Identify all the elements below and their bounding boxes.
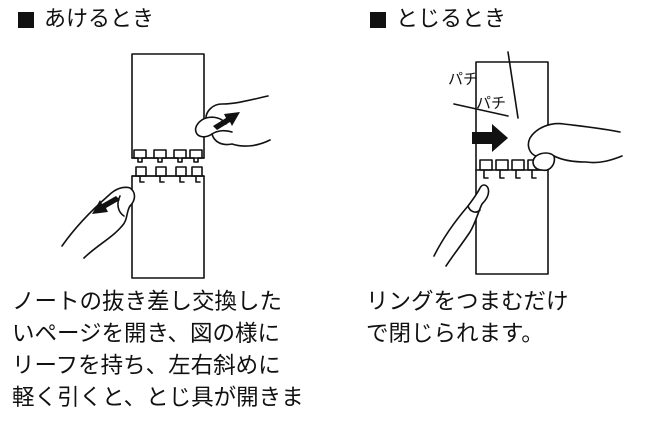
bullet-square-icon <box>370 12 386 28</box>
open-desc-line-3: リーフを持ち、左右斜めに <box>12 353 281 379</box>
close-desc-line-1: リングをつまむだけ <box>366 289 569 315</box>
sound-effect-1: パチ <box>448 70 479 88</box>
open-panel: あけるとき <box>12 6 304 414</box>
arrow-down-left-icon <box>92 196 120 214</box>
close-illustration <box>433 51 623 275</box>
open-desc-line-1: ノートの抜き差し交換した <box>12 289 283 315</box>
open-heading-text: あけるとき <box>44 7 155 32</box>
open-desc-line-4: 軽く引くと、とじ具が開きま <box>12 385 304 411</box>
sound-line <box>453 103 509 117</box>
close-heading-text: とじるとき <box>396 7 507 32</box>
lower-leaf <box>131 175 205 279</box>
bullet-square-icon <box>18 12 34 28</box>
left-hand <box>61 186 136 259</box>
close-heading: とじるとき <box>370 6 506 34</box>
close-description: リングをつまむだけ で閉じられます。 <box>366 286 569 350</box>
open-heading: あけるとき <box>18 6 154 34</box>
open-illustration <box>61 53 271 279</box>
arrow-right-icon <box>472 124 508 152</box>
open-description: ノートの抜き差し交換した いページを開き、図の様に リーフを持ち、左右斜めに 軽… <box>12 286 304 414</box>
sound-effect-2: パチ <box>476 94 507 112</box>
upper-ring-clips <box>131 149 205 163</box>
sound-line <box>507 51 519 119</box>
close-desc-line-2: で閉じられます。 <box>366 321 544 347</box>
close-panel: とじるとき パチ <box>330 0 650 445</box>
arrow-up-right-icon <box>213 112 240 130</box>
pinching-hand-icon <box>527 122 623 172</box>
upper-leaf <box>131 53 205 159</box>
lower-ring-clips <box>131 166 205 183</box>
open-desc-line-2: いページを開き、図の様に <box>12 321 280 347</box>
